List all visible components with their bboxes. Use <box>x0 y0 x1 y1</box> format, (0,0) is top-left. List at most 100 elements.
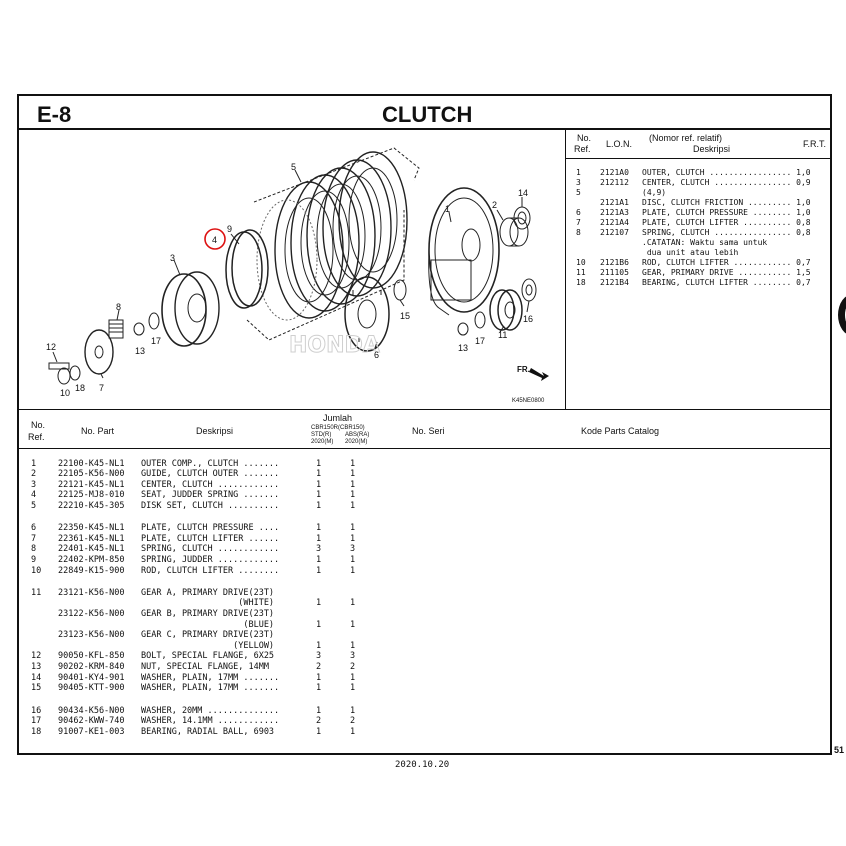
callout-11: 11 <box>498 330 507 340</box>
lon-text: ROD, CLUTCH LIFTER ............ 0,7 <box>642 258 811 267</box>
parts-std: 1 <box>316 641 322 651</box>
lon-row: 5(4,9) <box>576 188 666 198</box>
parts-part: 90462-KWW-740 <box>58 716 125 726</box>
lon-text: .CATATAN: Waktu sama untuk <box>642 238 768 247</box>
page-title: CLUTCH <box>382 102 473 127</box>
parts-abs: 2 <box>350 716 356 726</box>
parts-desc: (BLUE) <box>141 620 275 630</box>
parts-desc: SPRING, JUDDER ............ <box>141 555 280 565</box>
parts-std: 1 <box>316 727 322 737</box>
pressure-plate-drawing <box>344 276 390 352</box>
parts-abs: 1 <box>350 523 356 533</box>
header-divider <box>17 128 832 130</box>
parts-part: 22210-K45-305 <box>58 501 125 511</box>
callout-4: 4 <box>212 235 217 245</box>
parts-ref: 4 <box>31 490 37 500</box>
lon-text: CENTER, CLUTCH ................ 0,9 <box>642 178 811 187</box>
parts-abs: 1 <box>350 534 356 544</box>
parts-abs: 1 <box>350 490 356 500</box>
header-cbr150: (CBR150) <box>338 425 365 431</box>
lon-text: OUTER, CLUTCH ................. 1,0 <box>642 168 811 177</box>
callout-1: 1 <box>445 204 450 214</box>
parts-ref: 18 <box>31 727 42 737</box>
parts-ref: 2 <box>31 469 37 479</box>
parts-std: 1 <box>316 555 322 565</box>
lon-code: 212112 <box>600 178 629 187</box>
parts-std: 1 <box>316 566 322 576</box>
parts-desc: GEAR B, PRIMARY DRIVE(23T) <box>141 609 275 619</box>
parts-part: 22105-K56-N00 <box>58 469 125 479</box>
parts-header-divider <box>17 448 832 449</box>
guide-and-washer-drawing <box>499 206 531 247</box>
parts-desc: GEAR C, PRIMARY DRIVE(23T) <box>141 630 275 640</box>
lon-code: 2121B6 <box>600 258 629 267</box>
parts-abs: 1 <box>350 620 356 630</box>
callout-17-left: 17 <box>151 336 161 346</box>
parts-part: 22361-K45-NL1 <box>58 534 125 544</box>
parts-abs: 3 <box>350 544 356 554</box>
header-year-std: 2020(M) <box>311 439 334 445</box>
lon-text: dua unit atau lebih <box>642 248 739 257</box>
parts-part: 22401-K45-NL1 <box>58 544 125 554</box>
lon-text: DISC, CLUTCH FRICTION ......... 1,0 <box>642 198 811 207</box>
header-ref: Ref. <box>28 432 45 442</box>
nut-13-right-drawing <box>457 322 469 336</box>
parts-abs: 1 <box>350 641 356 651</box>
parts-desc: ROD, CLUTCH LIFTER ........ <box>141 566 280 576</box>
parts-std: 1 <box>316 469 322 479</box>
parts-std: 2 <box>316 716 322 726</box>
header-abs: ABS(RA) <box>345 432 370 438</box>
parts-abs: 3 <box>350 651 356 661</box>
parts-ref: 1 <box>31 459 37 469</box>
lon-text: SPRING, CLUTCH ................ 0,8 <box>642 228 811 237</box>
parts-ref: 3 <box>31 480 37 490</box>
lon-code: 211105 <box>600 268 629 277</box>
parts-part: 22402-KPM-850 <box>58 555 125 565</box>
parts-std: 1 <box>316 620 322 630</box>
parts-ref: 14 <box>31 673 42 683</box>
callout-17-right: 17 <box>475 336 485 346</box>
header-no: No. <box>31 420 46 430</box>
parts-ref: 8 <box>31 544 37 554</box>
callout-15: 15 <box>400 311 410 321</box>
parts-std: 3 <box>316 651 322 661</box>
parts-ref: 17 <box>31 716 42 726</box>
lon-text: (4,9) <box>642 188 667 197</box>
clutch-outer-drawing <box>428 187 500 316</box>
callout-12: 12 <box>46 342 56 352</box>
parts-std: 1 <box>316 683 322 693</box>
lon-ref: 11 <box>576 268 586 277</box>
parts-ref: 13 <box>31 662 42 672</box>
parts-abs: 1 <box>350 706 356 716</box>
lon-ref: 18 <box>576 278 586 287</box>
parts-std: 1 <box>316 490 322 500</box>
callout-7: 7 <box>99 383 104 393</box>
callout-5: 5 <box>291 162 296 172</box>
callout-13-left: 13 <box>135 346 145 356</box>
lon-row: 2121A1 DISC, CLUTCH FRICTION ......... 1,… <box>576 198 811 208</box>
page-number: 51 <box>834 745 845 755</box>
lon-header-no: No. <box>577 133 592 143</box>
header-jumlah: Jumlah <box>323 413 353 423</box>
lon-code: 2121A0 <box>600 168 629 177</box>
exploded-clutch-diagram: HONDA 5 1 2 14 9 4 3 8 15 16 12 17 13 6 … <box>46 147 549 404</box>
parts-part: 90405-KTT-900 <box>58 683 125 693</box>
header-year-abs: 2020(M) <box>345 439 368 445</box>
lon-code: 2121B4 <box>600 278 629 287</box>
parts-abs: 1 <box>350 598 356 608</box>
table-divider <box>17 409 832 410</box>
parts-std: 1 <box>316 706 322 716</box>
callout-14: 14 <box>518 188 528 198</box>
parts-desc: WASHER, PLAIN, 17MM ....... <box>141 683 280 693</box>
disk-set-drawing <box>256 151 408 321</box>
lon-code: 2121A1 <box>600 198 629 207</box>
callout-13-right: 13 <box>458 343 468 353</box>
parts-ref: 16 <box>31 706 42 716</box>
